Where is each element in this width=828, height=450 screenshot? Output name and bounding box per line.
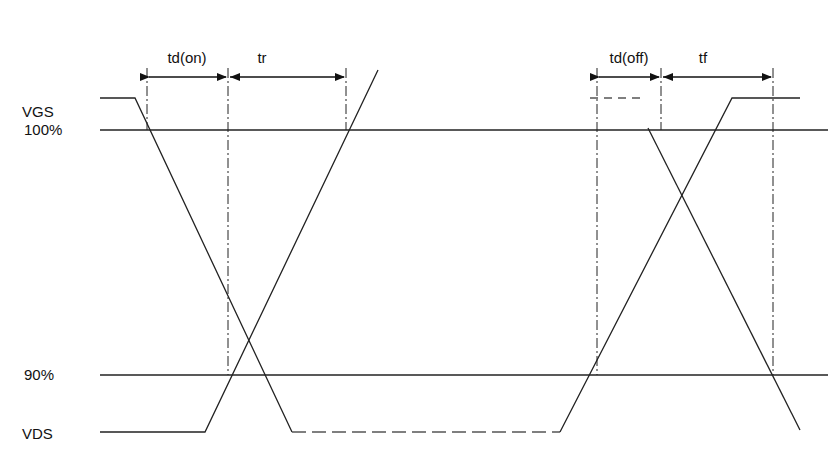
interval-arrow (663, 76, 771, 78)
level-label: 90% (22, 367, 56, 382)
interval-arrow (230, 76, 344, 78)
time-marker (147, 68, 148, 130)
time-marker (661, 68, 662, 130)
signal-name: VDS (22, 426, 53, 441)
time-label: td(off) (610, 50, 649, 65)
time-label: tf (699, 50, 707, 65)
vgs-waveform (648, 128, 800, 430)
interval-arrow (599, 76, 659, 78)
vds-waveform (100, 70, 378, 432)
signal-name: VGS (22, 104, 54, 119)
arrow-head (230, 73, 673, 81)
interval-arrow (149, 76, 226, 78)
time-marker (228, 68, 229, 375)
vds-waveform (560, 98, 800, 432)
low-level (292, 431, 560, 432)
time-marker (597, 68, 598, 375)
time-marker (773, 68, 774, 375)
time-label: td(on) (167, 50, 206, 65)
level-line (100, 129, 828, 130)
high-level (590, 97, 640, 98)
time-label: tr (257, 50, 266, 65)
level-label: 100% (22, 122, 64, 137)
vgs-waveform (100, 98, 292, 432)
time-marker (346, 68, 347, 130)
level-line (100, 374, 828, 375)
